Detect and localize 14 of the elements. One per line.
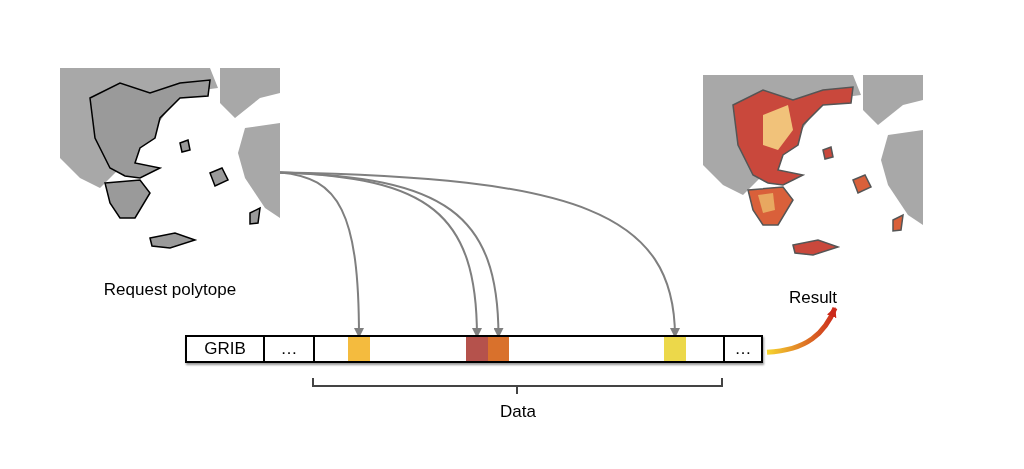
arrow	[279, 171, 680, 338]
data-block	[664, 337, 686, 361]
data-strip	[185, 335, 763, 363]
data-block	[348, 337, 370, 361]
data-block	[466, 337, 488, 361]
arrow	[279, 171, 364, 338]
ellipsis-field: …	[265, 337, 315, 361]
arrow	[766, 307, 838, 355]
data-block	[488, 337, 509, 361]
map-caption: Result	[787, 288, 839, 308]
header-field: GRIB	[187, 337, 265, 361]
map-caption: Request polytope	[102, 280, 238, 300]
ellipsis-field: …	[723, 337, 761, 361]
bracket-label: Data	[500, 402, 536, 422]
